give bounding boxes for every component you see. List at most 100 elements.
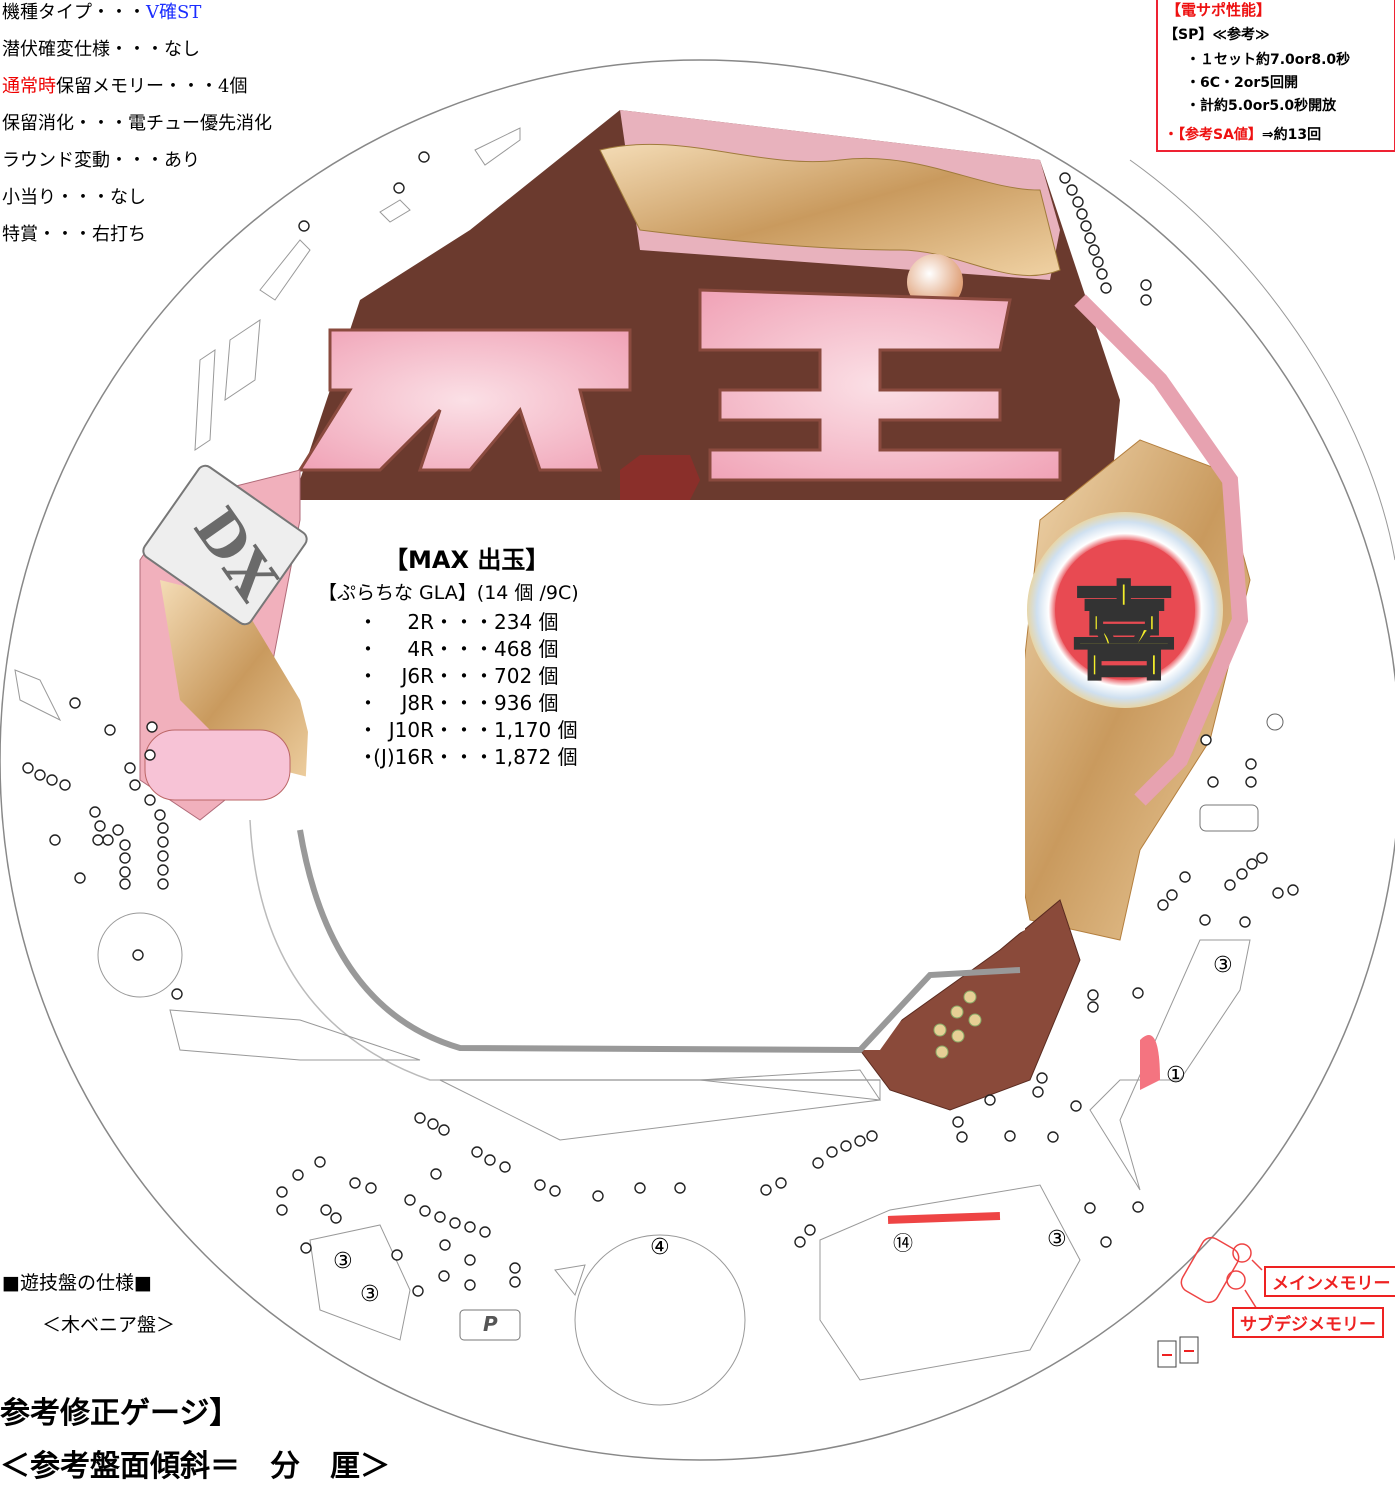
nail-pin xyxy=(119,852,131,864)
nail-pin xyxy=(414,1112,426,1124)
nail-pin xyxy=(49,834,61,846)
nail-pin xyxy=(365,1182,377,1194)
nail-pin xyxy=(112,824,124,836)
nail-pin xyxy=(154,809,166,821)
nail-pin xyxy=(1239,916,1251,928)
nail-pin xyxy=(1004,1130,1016,1142)
pocket-three-left-b: ③ xyxy=(360,1282,380,1307)
nail-pin xyxy=(449,1217,461,1229)
nail-pin xyxy=(1088,244,1100,256)
nail-pin xyxy=(69,697,81,709)
denpo-line3: ・6C・2or5回開 xyxy=(1186,75,1299,91)
payout-row-value: 468 個 xyxy=(494,637,559,661)
nail-pin xyxy=(1132,1201,1144,1213)
ki-badge-char: 喜 xyxy=(1070,570,1177,696)
pocket-three-left-a: ③ xyxy=(333,1249,353,1274)
nail-pin xyxy=(1036,1072,1048,1084)
nail-pin xyxy=(1246,858,1258,870)
nail-pin xyxy=(1066,184,1078,196)
nail-pin xyxy=(22,762,34,774)
nail-pin xyxy=(1084,1202,1096,1214)
nail-pin xyxy=(1140,294,1152,306)
payout-row-round: J10R・・・ xyxy=(388,718,494,742)
nail-pin xyxy=(471,1146,483,1158)
nail-pin xyxy=(104,724,116,736)
nail-pin xyxy=(464,1279,476,1291)
dragon-ornament xyxy=(599,143,1061,277)
nail-pin xyxy=(119,866,131,878)
nail-pin xyxy=(1132,987,1144,999)
spec-latent: 潜伏確変仕様・・・なし xyxy=(2,39,200,60)
nail-pin xyxy=(1200,734,1212,746)
denpo-sa-label: ・【参考SA値】 xyxy=(1164,127,1262,143)
nail-pin xyxy=(1076,208,1088,220)
nail-pin xyxy=(984,1094,996,1106)
denpo-sa-value: ⇒約13回 xyxy=(1261,127,1322,143)
nail-pin xyxy=(1245,776,1257,788)
nail-pin xyxy=(171,988,183,1000)
nail-pin xyxy=(129,779,141,791)
nail-pin xyxy=(760,1184,772,1196)
nail-pin xyxy=(1272,887,1284,899)
nail-pin xyxy=(592,1190,604,1202)
denpo-box: 【電サポ性能】 【SP】≪参考≫ ・１セット約7.0or8.0秒 ・6C・2or… xyxy=(1156,0,1395,152)
nail-pin xyxy=(1224,879,1236,891)
nail-pin xyxy=(1157,899,1169,911)
pocket-one-label: ① xyxy=(1166,1063,1186,1088)
sub-memory-label: サブデジメモリー xyxy=(1232,1307,1384,1338)
nail-pin xyxy=(509,1262,521,1274)
denpo-line2: ・１セット約7.0or8.0秒 xyxy=(1186,52,1351,68)
nail-pin xyxy=(298,220,310,232)
nail-pin xyxy=(1072,196,1084,208)
nail-pin xyxy=(1256,852,1268,864)
nail-pin xyxy=(418,151,430,163)
nail-pin xyxy=(124,762,136,774)
nail-pin xyxy=(479,1226,491,1238)
nail-pin xyxy=(430,1168,442,1180)
nail-pin xyxy=(1092,256,1104,268)
nail-pin xyxy=(94,820,106,832)
payout-row-round: (J)16R・・・ xyxy=(373,745,494,769)
center-lcd-window xyxy=(300,520,1025,1050)
nail-pin xyxy=(1087,1001,1099,1013)
nail-pin xyxy=(419,1205,431,1217)
denpo-line1: 【SP】≪参考≫ xyxy=(1164,27,1270,43)
pocket-three-right-top: ③ xyxy=(1213,953,1233,978)
payout-row-round: J6R・・・ xyxy=(401,664,494,688)
nail-pin xyxy=(1236,868,1248,880)
nail-pin xyxy=(1100,282,1112,294)
nail-pin xyxy=(1096,268,1108,280)
spec-type: 機種タイプ・・・V確ST xyxy=(2,0,201,24)
nail-pin xyxy=(794,1236,806,1248)
nail-pin xyxy=(92,834,104,846)
payout-row-dot: ・ xyxy=(358,691,378,715)
nail-pin xyxy=(144,749,156,761)
nail-pin xyxy=(484,1154,496,1166)
dx-badge xyxy=(142,464,308,626)
nail-pin xyxy=(534,1179,546,1191)
board-outline xyxy=(0,59,1395,1461)
nail-pin xyxy=(1100,1236,1112,1248)
spec-special: 特賞・・・右打ち xyxy=(2,224,146,245)
spec-type-label: 機種タイプ・・・ xyxy=(2,2,146,23)
nail-pin xyxy=(391,1249,403,1261)
payout-row-value: 702 個 xyxy=(494,664,559,688)
nail-pin xyxy=(812,1157,824,1169)
spec-type-value: V確ST xyxy=(146,2,202,23)
nail-pin xyxy=(1070,1100,1082,1112)
nail-pin xyxy=(1245,758,1257,770)
nail-pin xyxy=(674,1182,686,1194)
payout-row-dot: ・ xyxy=(358,610,378,634)
nail-pin xyxy=(59,779,71,791)
denpo-line5: ・【参考SA値】⇒約13回 xyxy=(1164,124,1321,144)
nail-pin xyxy=(89,806,101,818)
nail-pin xyxy=(1287,884,1299,896)
spec-round: ラウンド変動・・・あり xyxy=(2,150,200,171)
nail-pin xyxy=(157,822,169,834)
nail-pin xyxy=(866,1130,878,1142)
denpo-line4: ・計約5.0or5.0秒開放 xyxy=(1186,98,1337,114)
nail-pin xyxy=(74,872,86,884)
gauge-tilt: ＜参考盤面傾斜＝ 分 厘＞ xyxy=(0,1449,390,1484)
nail-pin xyxy=(404,1194,416,1206)
nail-pin xyxy=(102,834,114,846)
